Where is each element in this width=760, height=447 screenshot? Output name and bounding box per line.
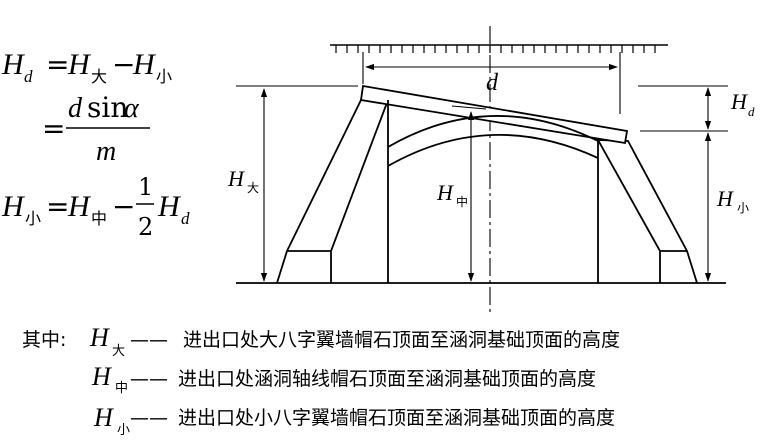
label-h-small: H 小 [716, 186, 749, 215]
formula-hs-h-d: H [157, 190, 182, 223]
svg-text:H: H [89, 323, 110, 352]
formula-frac-num-sin: sin [87, 91, 128, 124]
svg-text:H: H [227, 166, 245, 191]
formula-hd-sub-small: 小 [156, 67, 172, 86]
svg-text:小: 小 [117, 423, 130, 438]
legend-prefix: 其中: [22, 329, 66, 351]
formula-hd: H d = H 大 − H 小 [1, 48, 172, 86]
label-h-mid: H 中 [436, 180, 468, 209]
label-hd: H d [730, 89, 755, 119]
formula-hd-h-big: H [67, 48, 92, 81]
svg-text:——: —— [130, 329, 168, 351]
svg-text:大: 大 [112, 344, 125, 359]
dimension-d [362, 52, 621, 114]
right-wing-wall [596, 139, 698, 284]
formula-hs-sub-d: d [181, 209, 190, 228]
svg-text:——: —— [130, 407, 168, 429]
formula-frac-num-d: d [68, 93, 83, 124]
formula-frac-den-m: m [96, 136, 116, 167]
formula-hs-sub-mid: 中 [91, 209, 107, 228]
left-wing-wall [276, 97, 390, 284]
formula-hs-minus: − [112, 190, 135, 223]
legend-desc-mid: 进出口处涵洞轴线帽石顶面至涵洞基础顶面的高度 [178, 368, 596, 390]
formula-hd-equals: = [46, 48, 69, 81]
legend-small: H 小 —— 进出口处小八字翼墙帽石顶面至涵洞基础顶面的高度 [93, 403, 615, 438]
svg-text:小: 小 [737, 201, 749, 215]
svg-text:——: —— [130, 368, 168, 390]
formula-hd-h: H [1, 48, 26, 81]
formula-hd-minus: − [112, 48, 135, 81]
label-h-big: H 大 [227, 166, 259, 195]
formula-hs-equals: = [46, 190, 69, 223]
svg-text:H: H [93, 403, 114, 432]
legend-big: 其中: H 大 —— 进出口处大八字翼墙帽石顶面至涵洞基础顶面的高度 [22, 323, 620, 359]
legend-mid: H 中 —— 进出口处涵洞轴线帽石顶面至涵洞基础顶面的高度 [91, 362, 596, 396]
legend-desc-small: 进出口处小八字翼墙帽石顶面至涵洞基础顶面的高度 [178, 407, 615, 429]
formula-hs-sub-small: 小 [25, 209, 41, 228]
formula-hd-h-small: H [132, 48, 157, 81]
arch-ring [387, 115, 599, 167]
formula-hs-half-den: 2 [138, 213, 153, 241]
svg-text:H: H [436, 180, 454, 205]
formula-hs-half-num: 1 [138, 173, 153, 201]
hatched-ground-top [330, 44, 668, 53]
legend-desc-big: 进出口处大八字翼墙帽石顶面至涵洞基础顶面的高度 [183, 329, 620, 351]
h-mid-leader [451, 105, 487, 110]
dimension-right [638, 85, 728, 282]
svg-text:中: 中 [456, 194, 468, 209]
svg-text:H: H [716, 186, 734, 211]
svg-text:H: H [91, 362, 112, 391]
formula-hsmall: H 小 = H 中 − 1 2 H d [1, 173, 190, 241]
formula-frac-equals: = [42, 112, 65, 145]
formula-hs-h-mid: H [67, 190, 92, 223]
dimension-h-big [236, 85, 358, 282]
formula-hs-h: H [1, 190, 26, 223]
svg-text:大: 大 [247, 181, 259, 195]
formula-hd-sub-big: 大 [91, 67, 107, 86]
cap-stone [359, 84, 629, 145]
svg-text:d: d [748, 104, 755, 119]
formula-hd-sub-d: d [24, 67, 33, 86]
svg-text:中: 中 [115, 381, 128, 396]
formula-fraction: = d sin α m [42, 91, 150, 167]
svg-text:H: H [730, 89, 748, 114]
label-d: d [486, 70, 499, 96]
formula-frac-num-alpha: α [124, 93, 140, 124]
